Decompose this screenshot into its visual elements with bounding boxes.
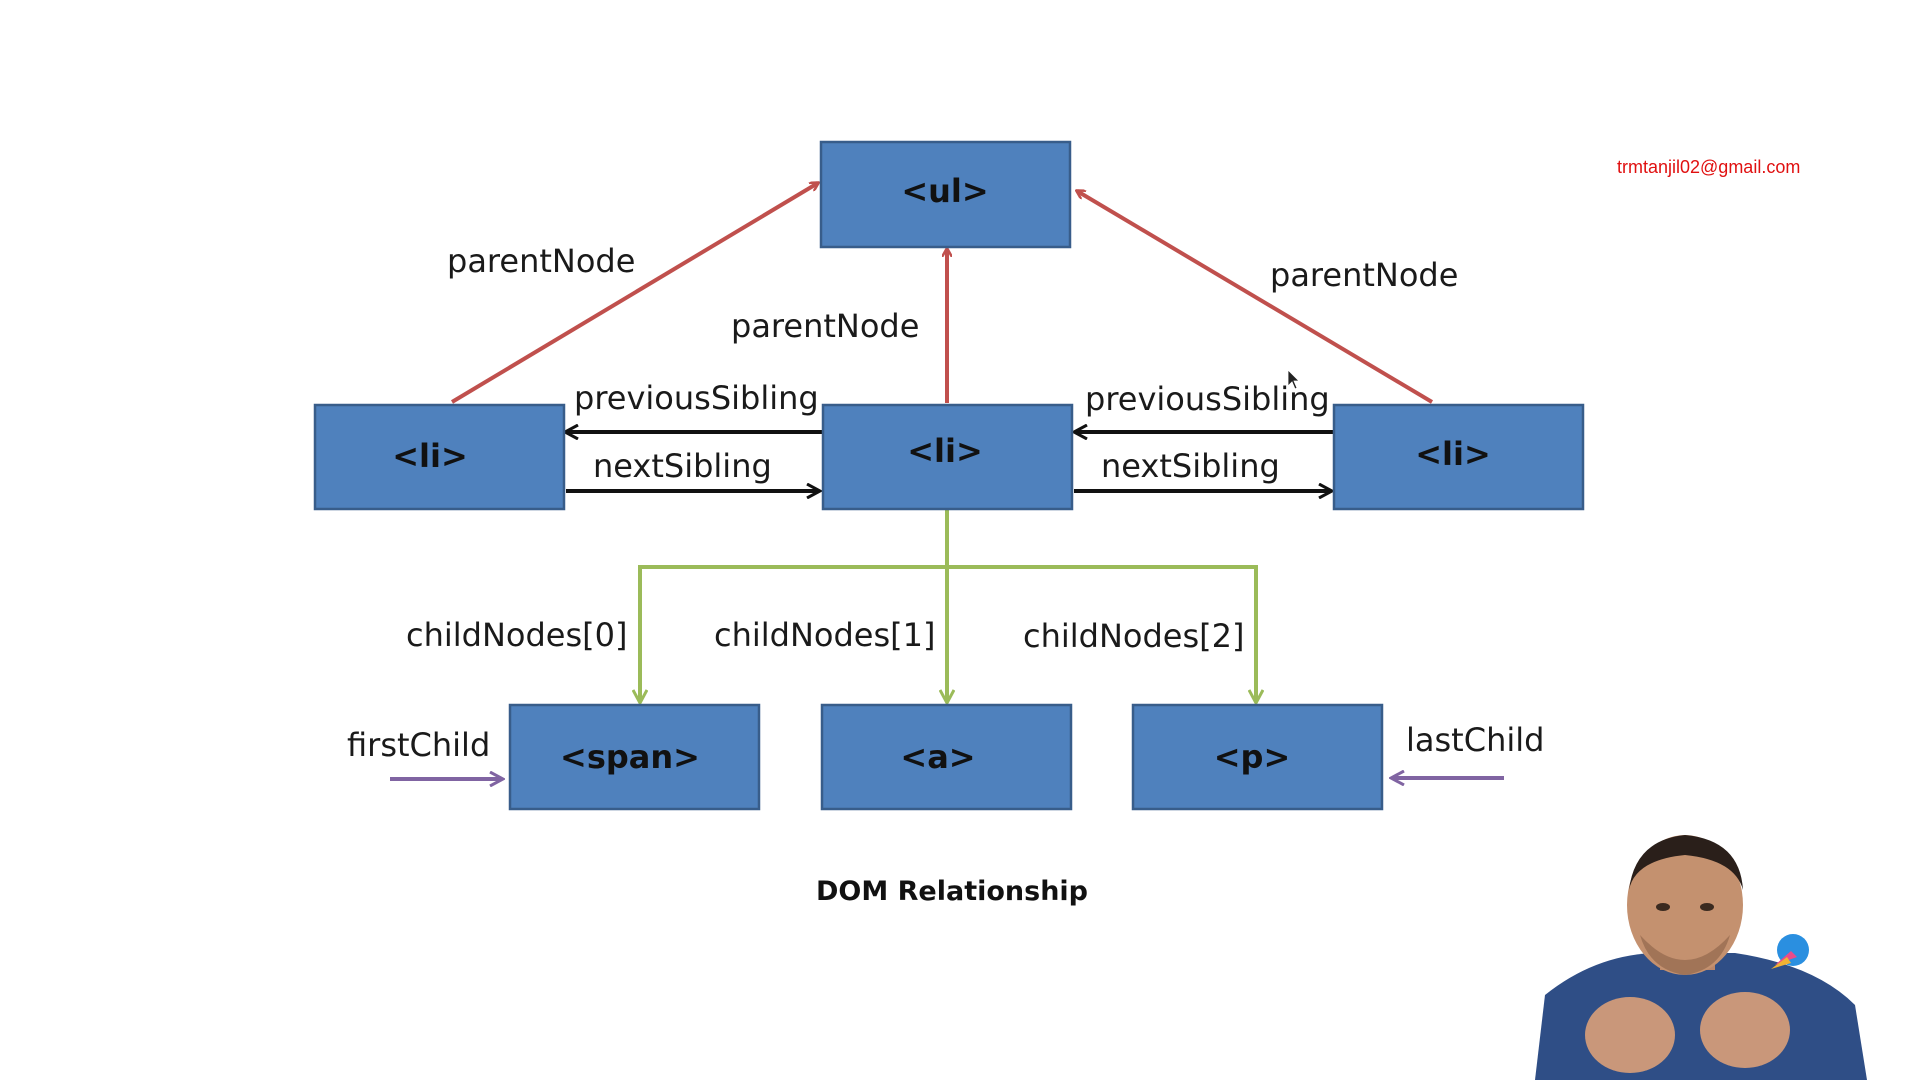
diagram-caption: DOM Relationship (816, 876, 1088, 907)
node-a: <a> (820, 703, 1073, 811)
node-p: <p> (1131, 703, 1384, 811)
mouse-cursor-icon (1287, 369, 1300, 390)
last-child-label: lastChild (1406, 721, 1544, 759)
node-li-center: <li> (821, 403, 1074, 511)
child-nodes-label-2: childNodes[2] (1023, 617, 1244, 655)
first-child-label: firstChild (347, 726, 490, 764)
node-span: <span> (508, 703, 761, 811)
node-li-left: <li> (313, 403, 566, 511)
parent-node-arrow-left (450, 183, 818, 404)
child-nodes-label-0: childNodes[0] (406, 616, 627, 654)
node-li-right: <li> (1332, 403, 1585, 511)
node-a-label: <a> (900, 738, 975, 776)
next-sibling-label-left: nextSibling (593, 447, 772, 485)
parent-node-label-center: parentNode (731, 307, 919, 345)
previous-sibling-label-right: previousSibling (1085, 380, 1330, 418)
parent-node-label-left: parentNode (447, 242, 635, 280)
node-ul-label: <ul> (901, 172, 988, 210)
presenter-email: trmtanjil02@gmail.com (1617, 157, 1801, 177)
presenter-webcam (1535, 835, 1867, 1080)
parent-node-arrow-right (1077, 191, 1434, 404)
node-p-label: <p> (1214, 738, 1291, 776)
node-span-label: <span> (560, 738, 700, 776)
node-li-center-label: <li> (907, 432, 983, 470)
parent-node-label-right: parentNode (1270, 256, 1458, 294)
next-sibling-label-right: nextSibling (1101, 447, 1280, 485)
child-nodes-label-1: childNodes[1] (714, 616, 935, 654)
node-ul: <ul> (819, 140, 1072, 249)
node-li-right-label: <li> (1415, 435, 1491, 473)
previous-sibling-label-left: previousSibling (574, 379, 819, 417)
node-li-left-label: <li> (392, 437, 468, 475)
